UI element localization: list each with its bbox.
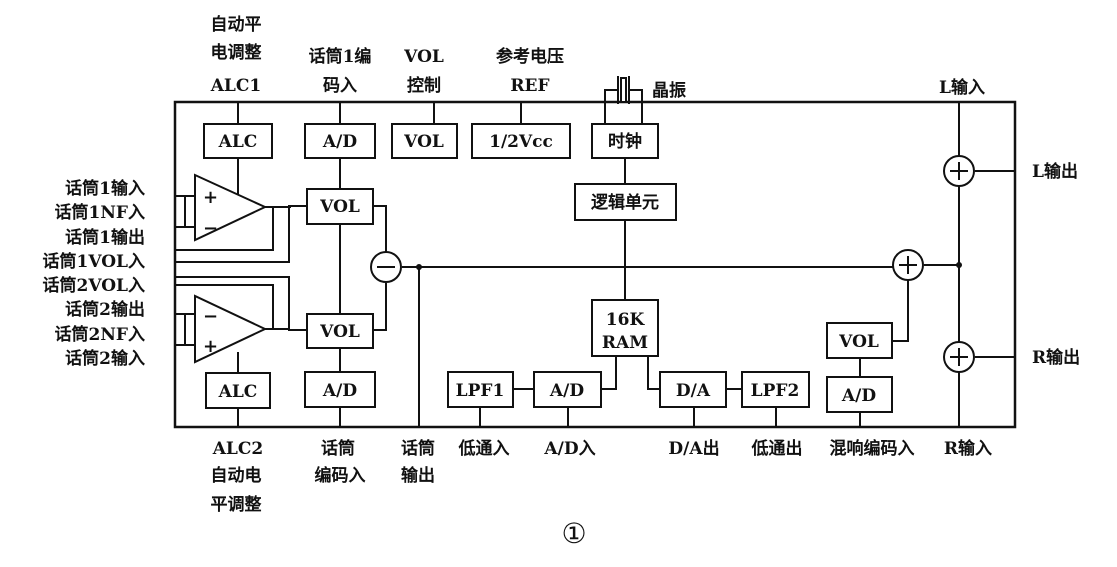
plus-symbol: + bbox=[203, 187, 218, 208]
pin-label: 话筒2输出 bbox=[65, 299, 145, 320]
summer-r-node bbox=[943, 341, 975, 373]
block-label: 1/2Vcc bbox=[489, 132, 553, 152]
block-ad-mid: A/D bbox=[533, 371, 602, 408]
block-label: 时钟 bbox=[608, 131, 642, 152]
block-da: D/A bbox=[659, 371, 727, 408]
summer-mix-node bbox=[892, 249, 924, 281]
block-ad-reverb: A/D bbox=[826, 376, 893, 413]
summer-l-node bbox=[943, 155, 975, 187]
label-r-out: R输出 bbox=[1032, 347, 1080, 368]
pin-label: 话筒2VOL入 bbox=[43, 275, 145, 296]
pin-label: 话筒1VOL入 bbox=[43, 251, 145, 272]
op-amp-mic2: − + bbox=[194, 294, 268, 364]
block-label: A/D bbox=[549, 381, 584, 401]
block-label: VOL bbox=[403, 132, 444, 152]
label-alc2-desc: 平调整 bbox=[211, 494, 262, 515]
minus-symbol: − bbox=[203, 218, 218, 239]
block-vol-reverb: VOL bbox=[826, 322, 893, 359]
label-r-in: R输入 bbox=[944, 438, 992, 459]
label-ref: REF bbox=[510, 76, 549, 96]
label-vol-control: VOL bbox=[403, 47, 444, 67]
block-logic: 逻辑单元 bbox=[574, 183, 677, 221]
label-alc2: ALC2 bbox=[212, 439, 264, 459]
block-ad-mic2: A/D bbox=[304, 371, 376, 408]
label-alc1: ALC1 bbox=[210, 76, 262, 96]
junction-dot bbox=[416, 264, 422, 270]
label-mic1-encode: 话筒1编 bbox=[309, 46, 372, 67]
pin-label: 话筒1NF入 bbox=[55, 202, 145, 223]
label-mic1-encode: 码入 bbox=[323, 76, 357, 96]
label-ref: 参考电压 bbox=[496, 46, 564, 67]
pin-label: 话筒2NF入 bbox=[55, 324, 145, 345]
label-alc2-desc: 自动电 bbox=[211, 465, 262, 486]
block-label: VOL bbox=[838, 332, 879, 352]
block-ram: 16K RAM bbox=[591, 299, 659, 357]
block-alc-top: ALC bbox=[203, 123, 273, 159]
block-vol-top: VOL bbox=[391, 123, 458, 159]
block-alc-bottom: ALC bbox=[205, 372, 271, 409]
figure-number: ① bbox=[561, 517, 586, 550]
plus-symbol: + bbox=[203, 336, 218, 357]
chip-outline bbox=[173, 100, 1017, 429]
block-label: LPF2 bbox=[751, 381, 800, 401]
block-lpf1: LPF1 bbox=[447, 371, 514, 408]
label-lpf-in: 低通入 bbox=[458, 438, 510, 459]
block-label: A/D bbox=[841, 386, 876, 406]
block-label: A/D bbox=[322, 132, 357, 152]
op-amp-mic1: + − bbox=[194, 173, 268, 242]
block-label: ALC bbox=[218, 132, 258, 152]
minus-symbol: − bbox=[203, 306, 218, 327]
block-lpf2: LPF2 bbox=[741, 371, 810, 408]
block-label: 16K bbox=[606, 310, 646, 330]
label-mic-out: 话筒 bbox=[401, 438, 435, 459]
block-half-vcc: 1/2Vcc bbox=[471, 123, 571, 159]
left-pin-labels: 话筒1输入 话筒1NF入 话筒1输出 话筒1VOL入 话筒2VOL入 话筒2输出… bbox=[43, 178, 145, 369]
block-label: VOL bbox=[319, 197, 360, 217]
label-alc1-desc: 自动平 bbox=[211, 14, 262, 35]
block-vol-mic1: VOL bbox=[306, 188, 374, 225]
block-label: ALC bbox=[218, 382, 258, 402]
block-label: 逻辑单元 bbox=[591, 192, 659, 213]
label-ad-in: A/D入 bbox=[543, 439, 595, 459]
wiring bbox=[175, 89, 1015, 427]
block-vol-mic2: VOL bbox=[306, 313, 374, 349]
pin-label: 话筒1输入 bbox=[65, 178, 145, 199]
block-label: D/A bbox=[676, 381, 711, 401]
label-l-in: L输入 bbox=[939, 77, 985, 98]
label-crystal: 晶振 bbox=[652, 80, 686, 101]
label-alc1-desc: 电调整 bbox=[211, 42, 262, 63]
block-label: LPF1 bbox=[456, 381, 505, 401]
crystal-icon bbox=[617, 76, 630, 104]
label-mic-encode: 话筒 bbox=[321, 438, 355, 459]
junction-dot bbox=[956, 262, 962, 268]
block-label: A/D bbox=[322, 381, 357, 401]
block-ad-top: A/D bbox=[304, 123, 376, 159]
label-mic-out: 输出 bbox=[401, 465, 435, 486]
label-vol-control: 控制 bbox=[407, 75, 441, 96]
label-reverb-in: 混响编码入 bbox=[830, 438, 915, 459]
label-da-out: D/A出 bbox=[668, 438, 719, 459]
label-l-out: L输出 bbox=[1032, 161, 1078, 182]
label-mic-encode: 编码入 bbox=[315, 465, 366, 486]
block-clock: 时钟 bbox=[591, 123, 659, 159]
block-label: RAM bbox=[602, 333, 648, 353]
subtractor-node bbox=[370, 251, 402, 283]
block-label: VOL bbox=[319, 322, 360, 342]
pin-label: 话筒1输出 bbox=[65, 227, 145, 248]
label-lpf-out: 低通出 bbox=[751, 438, 803, 459]
pin-label: 话筒2输入 bbox=[65, 348, 145, 369]
